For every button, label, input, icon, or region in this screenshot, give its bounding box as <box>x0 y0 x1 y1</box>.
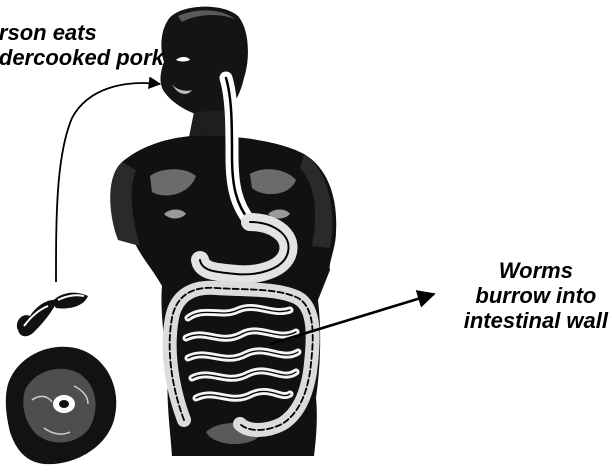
label-worms-line-2: burrow into <box>464 283 608 308</box>
label-eats-pork: Person eats undercooked pork <box>0 20 164 70</box>
label-worms-line-3: intestinal wall <box>464 308 608 333</box>
label-eats-line-2: undercooked pork <box>0 45 164 70</box>
label-eats-line-1: Person eats <box>0 20 164 45</box>
label-worms: Worms burrow into intestinal wall <box>464 258 608 333</box>
label-worms-line-1: Worms <box>464 258 608 283</box>
pork-cut <box>6 347 116 464</box>
sausage-links <box>17 293 88 337</box>
